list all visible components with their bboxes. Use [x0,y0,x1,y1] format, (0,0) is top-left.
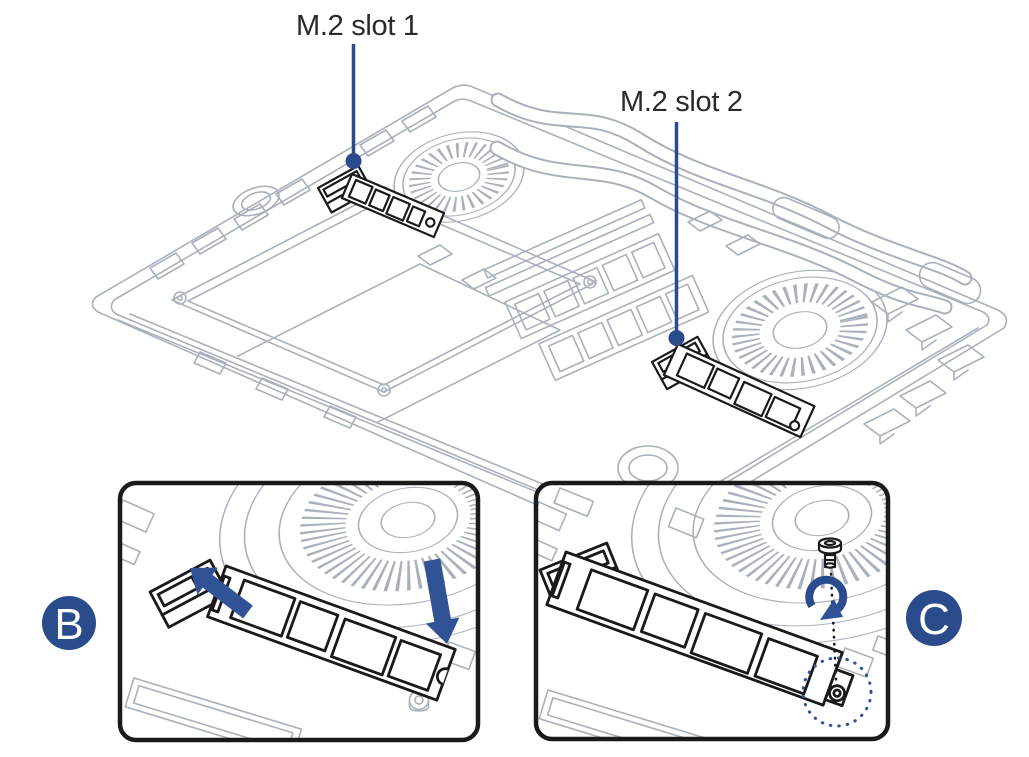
step-b-letter: B [54,600,83,649]
rotate-clockwise-arrow-icon [805,575,848,620]
round-emblem [232,185,280,217]
panel-b-border [117,480,481,743]
heat-pipes [489,92,982,315]
panel-c-fan-icon [630,485,886,645]
panel-b-background [122,485,476,738]
ssd1-screw [424,217,436,228]
panel-c-connector-slot [538,689,710,737]
m2-ssd-card-1 [340,172,446,239]
callout-2-label: M.2 slot 2 [620,86,743,118]
inset-panel-c [533,480,891,742]
step-b-badge: B [42,596,96,650]
callout-m2-slot-2: M.2 slot 2 [620,86,743,346]
m2-ssd-slot1 [316,164,446,239]
chassis-inner-rim [110,98,990,533]
inset-panel-b [117,480,481,743]
callout-m2-slot-1: M.2 slot 1 [296,10,419,169]
ssd2-screw [789,420,801,432]
screw-target-dotted-circle [801,656,873,728]
screw-icon [817,537,843,569]
panel-c-background [538,485,886,737]
step-c-letter: C [918,595,950,644]
callout-2-anchor-dot [668,330,685,346]
m2-ssd-slot2 [650,335,816,439]
callout-1-anchor-dot [345,153,362,169]
panel-b-fan-icon [218,485,476,645]
insert-direction-arrow-icon [190,567,253,619]
panel-b-connector-slot [124,677,303,738]
press-down-arrow-icon [423,558,460,644]
m2-ssd-card-2 [662,342,816,439]
panel-c-ssd-card [545,550,855,708]
left-deck [171,185,679,491]
panel-c-border [533,480,891,742]
chassis-outline [91,84,1008,548]
callout-1-label: M.2 slot 1 [296,10,419,42]
step-c-badge: C [906,590,962,646]
main-laptop-illustration [91,84,1008,548]
